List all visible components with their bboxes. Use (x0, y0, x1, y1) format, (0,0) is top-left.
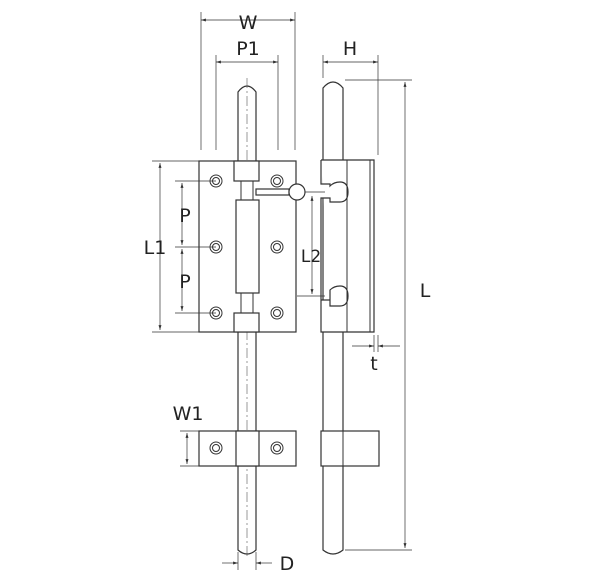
label-W: W (239, 12, 258, 34)
label-D: D (280, 553, 295, 575)
label-H: H (343, 38, 357, 60)
handle-arm (255, 188, 290, 196)
label-P-upper: P (179, 205, 190, 227)
screw-hole (270, 174, 284, 188)
screw-hole (270, 441, 284, 455)
side-view (320, 81, 380, 555)
label-t: t (370, 353, 377, 375)
label-P1: P1 (236, 38, 260, 60)
label-L1: L1 (144, 237, 167, 259)
side-lower-bracket (320, 430, 380, 467)
front-view (198, 78, 306, 558)
handle-knob (288, 183, 306, 201)
screw-hole (270, 306, 284, 320)
upper-knuckle (233, 160, 260, 182)
label-P-lower: P (179, 271, 190, 293)
lower-knuckle (233, 312, 260, 333)
label-W1: W1 (173, 403, 204, 425)
dimension-labels: W P1 H L L1 P P L2 t W1 D (144, 12, 431, 575)
dimensions (152, 12, 412, 570)
screw-hole (209, 441, 223, 455)
sleeve (235, 199, 260, 294)
label-L: L (420, 280, 431, 302)
label-L2: L2 (301, 247, 321, 267)
lower-bracket-knuckle (235, 430, 260, 467)
screw-hole (270, 240, 284, 254)
